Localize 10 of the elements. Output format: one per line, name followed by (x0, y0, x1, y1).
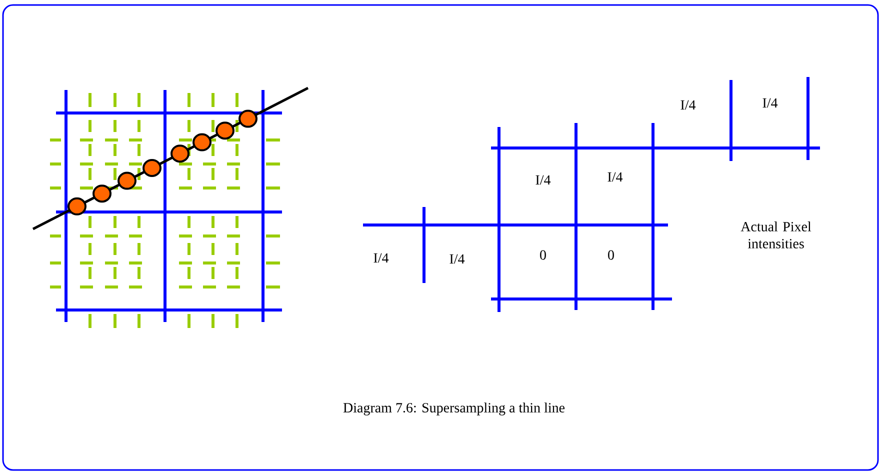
pixel-value: I/4 (536, 175, 551, 185)
pixel-value: I/4 (680, 100, 696, 110)
caption: Diagram 7.6: Supersampling a thin line (343, 402, 565, 416)
annotation-text: Actual Pixel intensities (740, 222, 812, 248)
pixel-value: I/4 (762, 98, 778, 108)
pixel-value: I/4 (450, 254, 465, 264)
pixel-value: 0 (540, 250, 546, 260)
pixel-value: I/4 (374, 253, 389, 263)
pixel-value: 0 (608, 250, 614, 260)
pixel-value: I/4 (608, 172, 623, 182)
